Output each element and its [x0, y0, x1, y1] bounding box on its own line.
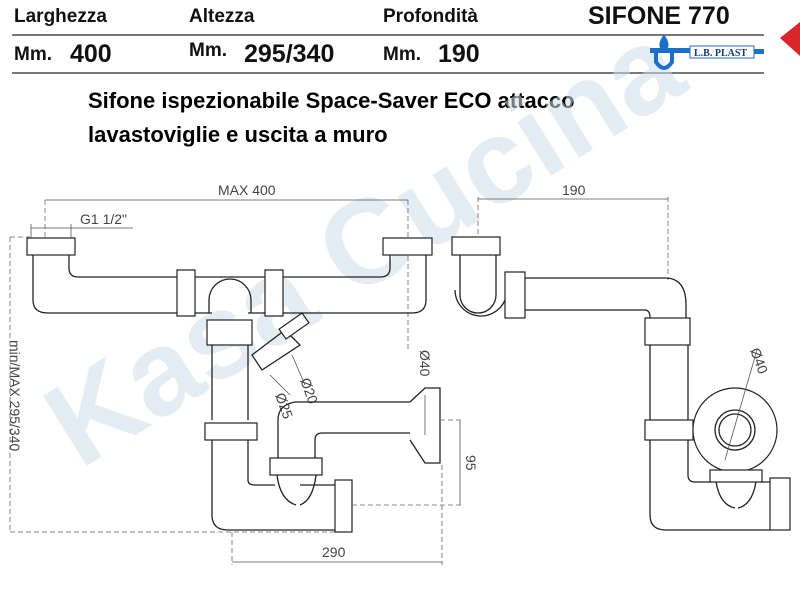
depth-label: Profondità [383, 6, 478, 27]
product-code: SIFONE 770 [588, 2, 730, 30]
dim-thread: G1 1/2" [80, 211, 127, 227]
height-unit: Mm. [189, 40, 227, 61]
dim-95: 95 [463, 455, 479, 471]
width-value: 400 [70, 40, 112, 68]
height-label: Altezza [189, 6, 255, 27]
width-label: Larghezza [14, 6, 107, 27]
divider [12, 34, 764, 36]
dim-depth: 190 [562, 182, 586, 198]
svg-text:L.B. PLAST: L.B. PLAST [694, 48, 747, 59]
dim-d40: Ø40 [417, 350, 433, 377]
title-line-1: Sifone ispezionabile Space-Saver ECO att… [88, 88, 575, 113]
height-value: 295/340 [244, 40, 335, 68]
width-unit: Mm. [14, 44, 52, 65]
lb-plast-logo: L.B. PLAST [650, 34, 764, 70]
depth-unit: Mm. [383, 44, 421, 65]
dim-290: 290 [322, 544, 346, 560]
depth-value: 190 [438, 40, 480, 68]
dim-max-width: MAX 400 [218, 182, 276, 198]
divider [12, 72, 764, 74]
watermark: Kasa Cucina [23, 0, 706, 492]
title-line-2: lavastoviglie e uscita a muro [88, 122, 388, 147]
accent-triangle [780, 22, 800, 56]
side-view: 190 Ø40 [451, 182, 791, 531]
dim-height: min/MAX 295/340 [7, 340, 23, 451]
